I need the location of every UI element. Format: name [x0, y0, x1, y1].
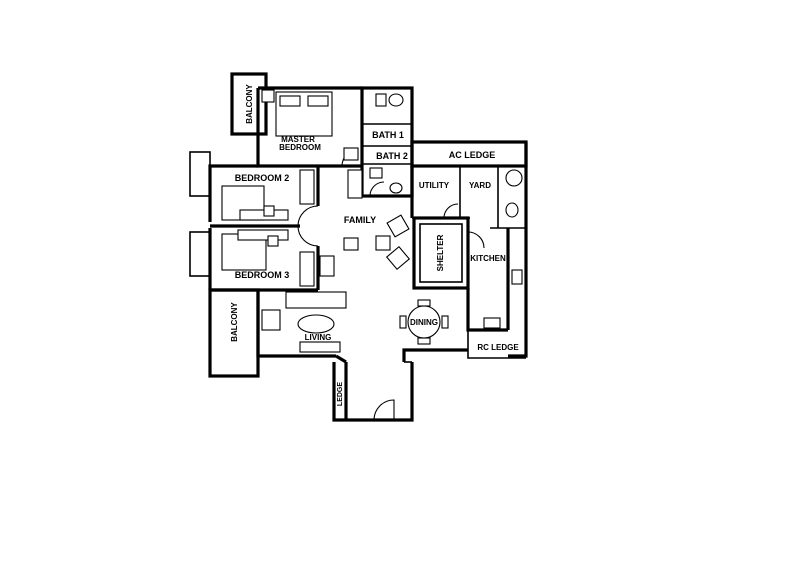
bedroom2-label: BEDROOM 2 [235, 173, 290, 183]
kitchen-door [467, 231, 485, 249]
utility-door [443, 203, 459, 219]
doors [297, 149, 485, 421]
bath2-door [369, 181, 385, 197]
bedroom3-door [297, 225, 319, 247]
bedroom3-chair [267, 235, 279, 247]
living-sofa [285, 291, 347, 309]
kitchen-stove [511, 269, 523, 285]
living-label: LIVING [305, 333, 332, 342]
master-bed-pillow-right [307, 95, 329, 107]
bath1-sink [375, 93, 387, 107]
dining-chair-left [399, 315, 407, 329]
walls [189, 72, 528, 422]
dining-chair-top [417, 299, 431, 307]
family-side-cabinet [319, 255, 335, 277]
shelter-label: SHELTER [436, 234, 445, 271]
shelter-inner [419, 223, 463, 283]
master-bed [275, 91, 333, 137]
balcony-top-label: BALCONY [245, 84, 254, 124]
master-bed-pillow-left [279, 95, 301, 107]
bedroom2-bay-window [189, 151, 211, 197]
foyer-left-joint [335, 354, 347, 364]
utility-label: UTILITY [419, 181, 450, 190]
bath1-toilet [388, 93, 404, 107]
family-table [343, 237, 359, 251]
bedroom3-bay-window [189, 231, 211, 277]
bedroom2-wardrobe [299, 169, 315, 205]
bedroom2-door [297, 205, 319, 227]
master-nightstand [261, 89, 275, 103]
family-armchair-2 [375, 235, 391, 251]
foyer-wall [332, 362, 414, 422]
ac-ledge-label: AC LEDGE [449, 150, 496, 160]
family-cabinet [347, 169, 363, 199]
kitchen-sink [483, 317, 501, 329]
master-desk [343, 147, 359, 161]
entrance-door [373, 399, 395, 421]
bedroom2-chair [263, 205, 275, 217]
master-bedroom-label-line2: BEDROOM [279, 143, 321, 152]
living-coffee-table [297, 314, 335, 334]
shelter-wall [412, 216, 470, 290]
yard-toilet [505, 202, 519, 218]
bath2-label: BATH 2 [376, 151, 408, 161]
master-bedroom-label-line1: MASTER [281, 135, 315, 144]
living-outer-wall [256, 290, 336, 358]
living-tv-console [299, 341, 341, 353]
room-labels: BALCONY MASTER BEDROOM BATH 1 BATH 2 AC … [230, 84, 519, 407]
bedroom3-label: BEDROOM 3 [235, 270, 290, 280]
bath2-sink [369, 167, 383, 179]
bath2-toilet [389, 182, 403, 194]
bedroom3-desk [237, 229, 289, 241]
dining-chair-right [441, 315, 449, 329]
living-armchair [261, 309, 281, 331]
furniture [221, 89, 523, 353]
balcony-bottom-label: BALCONY [230, 302, 239, 342]
bath-block-wall [360, 86, 414, 198]
right-outer-wall [508, 142, 528, 358]
bath1-label: BATH 1 [372, 130, 404, 140]
balcony-top-wall [230, 72, 268, 136]
ledge-label: LEDGE [337, 382, 344, 406]
dining-chair-bottom [417, 337, 431, 345]
kitchen-label: KITCHEN [470, 254, 506, 263]
family-label: FAMILY [344, 215, 376, 225]
family-armchair-1 [386, 214, 410, 238]
bedroom3-wardrobe [299, 251, 315, 287]
family-armchair-3 [385, 245, 411, 271]
yard-washer [505, 169, 523, 187]
rc-ledge-wall [467, 330, 526, 359]
dining-bottom-wall [402, 348, 468, 362]
dining-label: DINING [410, 318, 438, 327]
rc-ledge-label: RC LEDGE [477, 343, 519, 352]
yard-label: YARD [469, 181, 491, 190]
